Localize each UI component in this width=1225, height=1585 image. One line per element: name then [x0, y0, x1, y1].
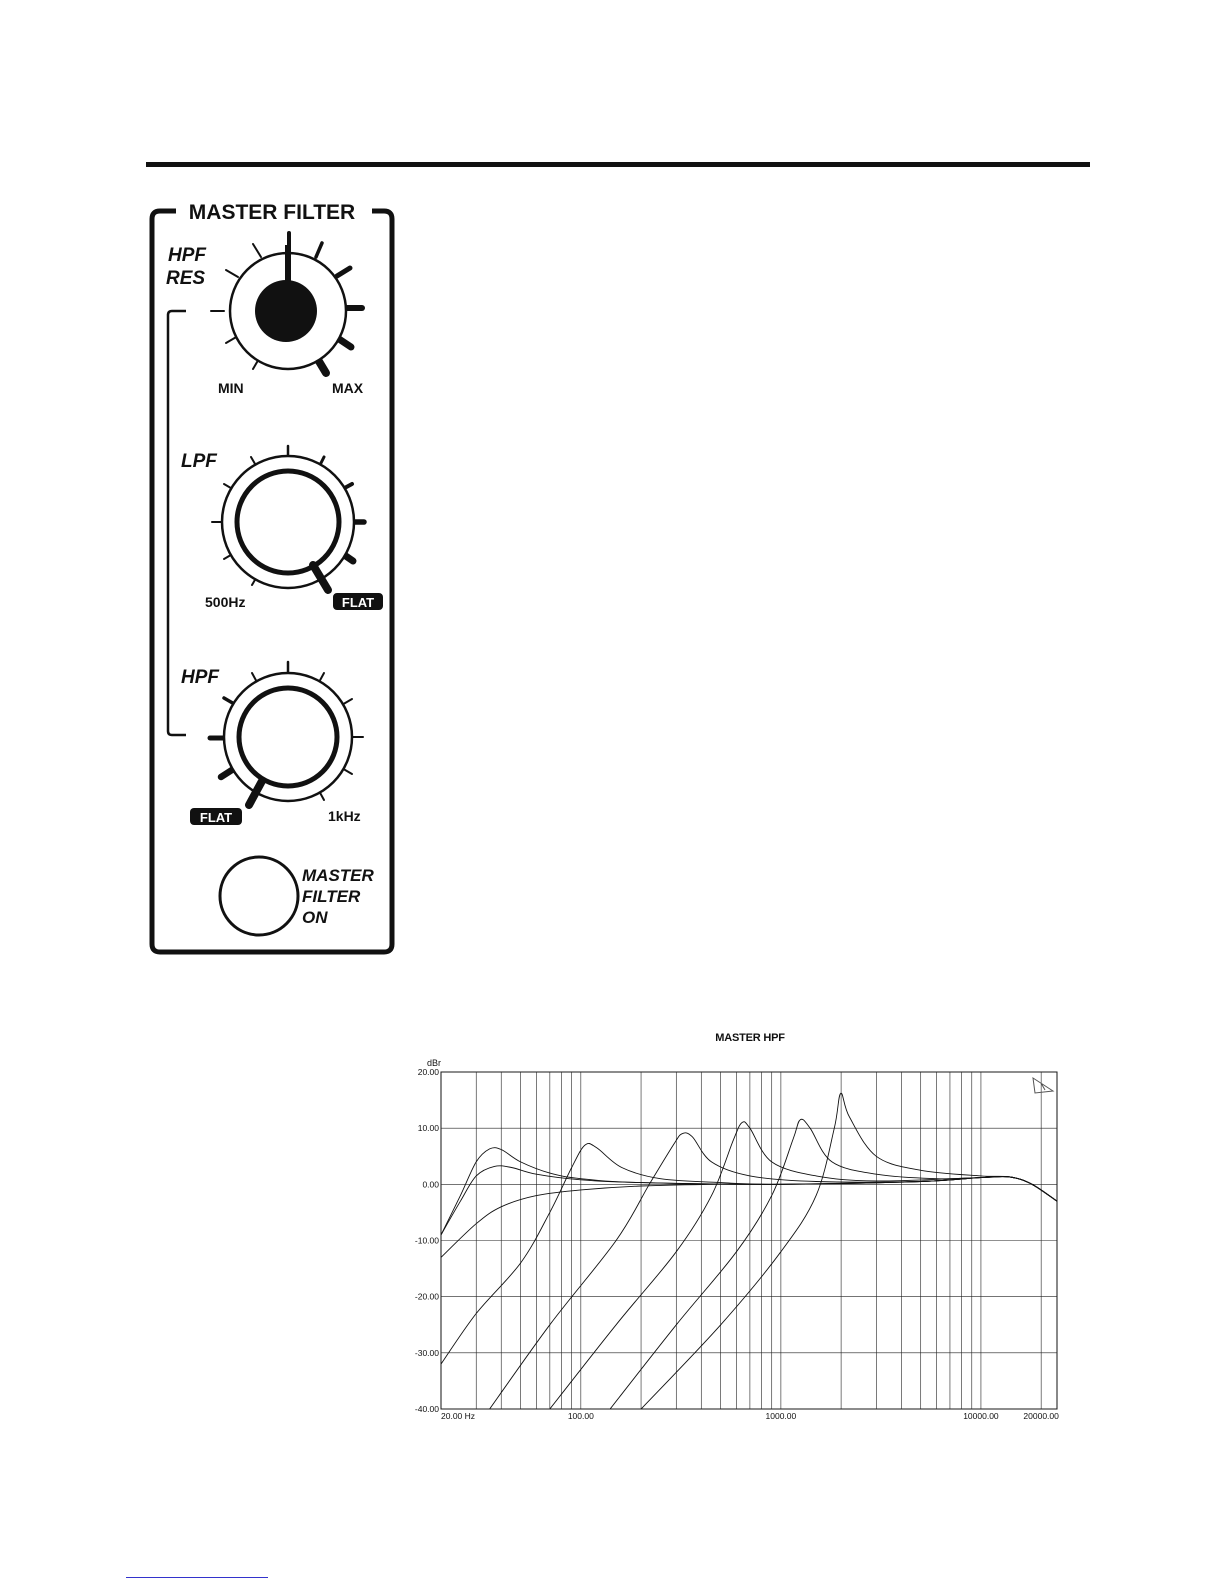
hpf-res-knob[interactable]: [211, 233, 362, 373]
response-curve-4: [441, 1143, 1057, 1364]
chart-grid: [441, 1072, 1057, 1409]
x-tick-label: 20000.00: [1023, 1411, 1059, 1421]
hpf-max-label: 1kHz: [328, 808, 361, 824]
response-curve-1: [441, 1148, 1057, 1235]
panel-title: MASTER FILTER: [189, 201, 355, 224]
y-tick-label: -30.00: [415, 1348, 439, 1358]
y-tick-label: -10.00: [415, 1236, 439, 1246]
y-tick-label: 0.00: [422, 1179, 439, 1189]
chart-title: MASTER HPF: [600, 1032, 900, 1044]
hpf-label: HPF: [181, 667, 220, 688]
button-label-line2: FILTER: [302, 887, 361, 906]
response-curve-7: [610, 1119, 1057, 1409]
footer-link-underline: [126, 1577, 268, 1578]
hpf-res-min-label: MIN: [218, 380, 244, 396]
button-label-line3: ON: [302, 908, 328, 927]
y-tick-label: 20.00: [418, 1067, 440, 1077]
x-tick-label: 1000.00: [766, 1411, 797, 1421]
hpf-cap: [239, 688, 337, 786]
hpf-res-max-label: MAX: [332, 380, 364, 396]
analyzer-logo: [1033, 1078, 1053, 1093]
response-curve-3: [441, 1176, 1057, 1257]
y-tick-label: -40.00: [415, 1404, 439, 1414]
lpf-flat-label: FLAT: [342, 595, 374, 610]
lpf-label: LPF: [181, 451, 218, 472]
master-filter-on-button[interactable]: [220, 857, 298, 935]
hpf-flat-label: FLAT: [200, 810, 232, 825]
lpf-knob[interactable]: [212, 446, 364, 590]
button-label-line1: MASTER: [302, 866, 375, 885]
lpf-min-label: 500Hz: [205, 594, 245, 610]
chart-labels: dBr20.0010.000.00-10.00-20.00-30.00-40.0…: [415, 1058, 1059, 1421]
y-tick-label: 10.00: [418, 1123, 440, 1133]
master-filter-panel: MASTER FILTER HPF RES MIN MAX: [0, 0, 420, 980]
hpf-res-label-line2: RES: [166, 268, 205, 289]
x-tick-label: 10000.00: [963, 1411, 999, 1421]
y-tick-label: -20.00: [415, 1292, 439, 1302]
x-tick-label: 20.00 Hz: [441, 1411, 475, 1421]
hpf-res-label-line1: HPF: [168, 245, 207, 266]
hpf-knob[interactable]: [210, 662, 363, 805]
response-curve-8: [641, 1093, 1057, 1409]
lpf-cap: [237, 471, 339, 573]
x-tick-label: 100.00: [568, 1411, 594, 1421]
chart-curves: [441, 1093, 1057, 1409]
master-hpf-chart: dBr20.0010.000.00-10.00-20.00-30.00-40.0…: [405, 1050, 1070, 1430]
